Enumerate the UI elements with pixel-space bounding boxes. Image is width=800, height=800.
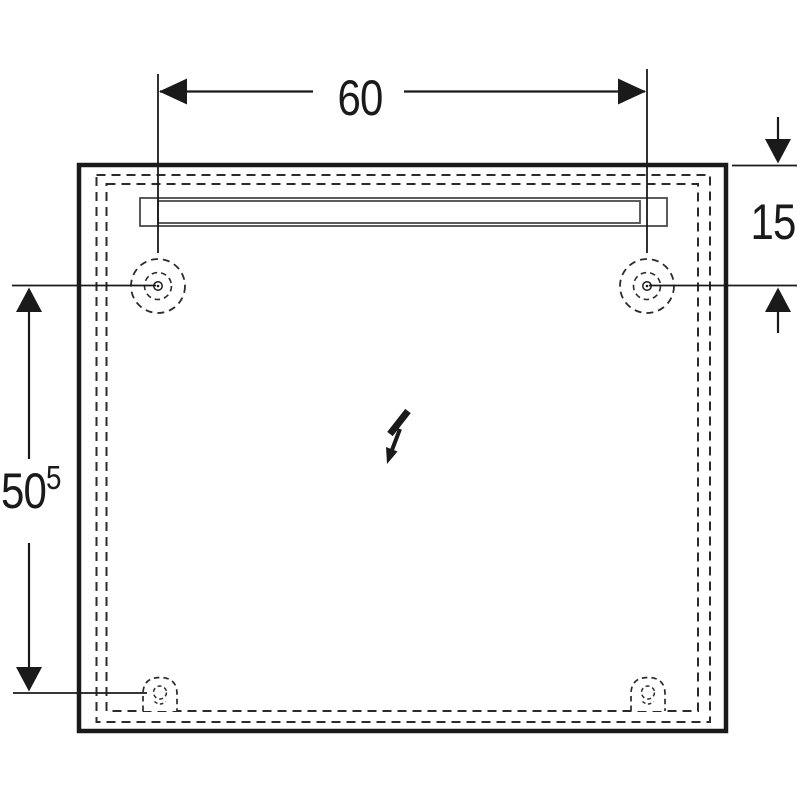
- arrow-down-icon: [765, 139, 791, 164]
- dimension-top-offset: [649, 117, 797, 333]
- mirror-outline: [76, 162, 729, 734]
- arrow-up-icon: [765, 287, 791, 312]
- dimension-height-value: 50: [1, 463, 47, 519]
- arrow-right-icon: [618, 78, 646, 105]
- inner-dashed-frame-outer: [95, 174, 711, 723]
- bottom-bracket-right: [630, 676, 666, 711]
- mirror-frame: [76, 162, 729, 734]
- arrow-left-icon: [159, 78, 187, 105]
- dimension-height-superscript: 5: [46, 459, 62, 496]
- light-strip-lamp: [157, 200, 641, 224]
- light-strip: [139, 197, 668, 227]
- dimension-width-label: 60: [337, 70, 383, 126]
- inner-dashed-frame-inner: [105, 183, 699, 712]
- arrow-up-icon: [16, 287, 42, 312]
- lightning-bolt-icon: [386, 408, 411, 464]
- dimension-height: [12, 284, 156, 694]
- dimension-offset-label: 15: [750, 194, 796, 250]
- arrow-down-icon: [16, 667, 42, 692]
- dimension-height-label: 505: [1, 461, 61, 519]
- dimension-width: [157, 69, 648, 253]
- bottom-bracket-left: [142, 676, 178, 711]
